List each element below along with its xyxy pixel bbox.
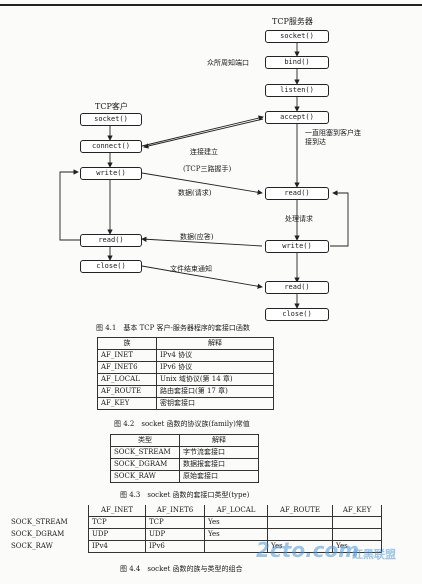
server-read2-box: read()	[265, 281, 329, 294]
server-listen-box: listen()	[265, 84, 329, 97]
table-cell: SOCK_RAW	[11, 542, 53, 550]
server-bind-box: bind()	[265, 56, 329, 69]
watermark-logo: 2cto.com	[256, 538, 360, 562]
table-cell: AF_LOCAL	[97, 373, 157, 386]
table-cell: SOCK_STREAM	[110, 446, 180, 459]
header-rule	[0, 4, 422, 6]
client-close-box: close()	[80, 260, 142, 273]
table-cell: AF_ROUTE	[97, 385, 157, 398]
figure-4-4-caption: 图 4.4 socket 函数的族与类型的组合	[120, 565, 243, 573]
server-read-box: read()	[265, 187, 329, 200]
table-cell: SOCK_STREAM	[11, 518, 68, 526]
table-row: SOCK_STREAM TCP TCP Yes	[8, 516, 382, 529]
client-socket-box: socket()	[80, 113, 142, 126]
table-header: AF_KEY	[332, 505, 382, 517]
table-cell: IPv6 协议	[156, 361, 274, 374]
figure-4-3-caption: 图 4.3 socket 函数的套接口类型(type)	[120, 491, 250, 499]
table-4-4: AF_INET AF_INET6 AF_LOCAL AF_ROUTE AF_KE…	[8, 505, 382, 553]
client-title: TCP客户	[95, 102, 128, 111]
figure-4-1-caption: 图 4.1 基本 TCP 客户-服务器程序的套接口函数	[96, 324, 250, 332]
table-cell: 密钥套接口	[156, 397, 274, 410]
table-cell: 字节流套接口	[179, 446, 259, 459]
data-request-label: 数据(请求)	[178, 189, 212, 197]
table-cell: SOCK_DGRAM	[11, 530, 65, 538]
figure-4-2-caption: 图 4.2 socket 函数的协议族(family)常值	[114, 420, 250, 428]
block-until-label: 一直阻塞到客户连接到达	[305, 129, 361, 146]
table-cell: SOCK_DGRAM	[110, 458, 180, 471]
table-header: AF_ROUTE	[267, 505, 333, 517]
table-cell: 路由套接口(第 17 章)	[156, 385, 274, 398]
data-reply-label: 数据(应答)	[180, 233, 214, 241]
table-header: 类型	[110, 434, 180, 447]
table-header: 族	[97, 337, 157, 350]
server-accept-box: accept()	[265, 111, 329, 124]
table-header: 解释	[156, 337, 274, 350]
table-cell: TCP	[88, 516, 146, 529]
client-write-box: write()	[80, 167, 142, 180]
server-title: TCP服务器	[272, 17, 313, 26]
table-cell: Unix 域协议(第 14 章)	[156, 373, 274, 386]
table-cell: AF_INET	[97, 349, 157, 362]
three-way-label: (TCP三路握手)	[183, 165, 232, 173]
table-cell: AF_INET6	[97, 361, 157, 374]
conn-establish-label: 连接建立	[190, 148, 218, 156]
table-header: AF_INET6	[145, 505, 205, 517]
table-row: SOCK_RAW IPv4 IPv6 Yes Yes	[8, 540, 382, 553]
well-known-port-label: 众所周知端口	[207, 59, 249, 67]
process-request-label: 处理请求	[285, 215, 313, 223]
server-socket-box: socket()	[265, 30, 329, 43]
table-cell	[332, 516, 382, 529]
table-cell: IPv4	[88, 540, 146, 553]
table-cell: 原始套接口	[179, 470, 259, 483]
table-cell: UDP	[88, 528, 146, 541]
table-cell: UDP	[145, 528, 205, 541]
table-cell: TCP	[145, 516, 205, 529]
table-cell	[267, 516, 333, 529]
table-header	[8, 505, 89, 517]
table-header: 解释	[179, 434, 259, 447]
table-cell: 数据报套接口	[179, 458, 259, 471]
watermark-sub: 红黑联盟	[352, 548, 396, 561]
table-cell: Yes	[204, 516, 268, 529]
table-cell: IPv4 协议	[156, 349, 274, 362]
client-connect-box: connect()	[80, 140, 142, 153]
table-cell: IPv6	[145, 540, 205, 553]
server-close-box: close()	[265, 308, 329, 321]
table-cell: AF_KEY	[97, 397, 157, 410]
client-read-box: read()	[80, 234, 142, 247]
table-row: SOCK_DGRAM UDP UDP Yes	[8, 528, 382, 541]
table-header: AF_LOCAL	[204, 505, 268, 517]
table-cell: SOCK_RAW	[110, 470, 180, 483]
table-cell: Yes	[332, 540, 382, 553]
flow-diagram	[59, 42, 349, 309]
server-write-box: write()	[265, 240, 329, 253]
table-header: AF_INET	[88, 505, 146, 517]
eof-notify-label: 文件结束通知	[170, 265, 212, 273]
